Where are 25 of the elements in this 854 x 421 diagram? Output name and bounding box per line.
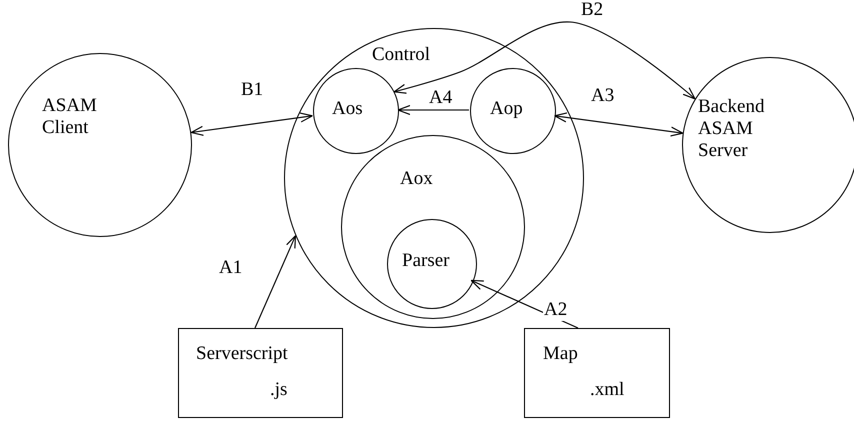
arrow: [190, 112, 313, 136]
node-label: Parser: [402, 250, 450, 272]
file-box: [178, 328, 343, 418]
node-label: Aox: [400, 168, 434, 190]
node-label: Control: [372, 44, 432, 66]
component-circle: [682, 57, 854, 233]
edge-label: A2: [543, 300, 568, 321]
component-circle: [8, 53, 192, 237]
arrow: [554, 112, 684, 137]
node-label: .js: [270, 379, 288, 401]
arrow: [393, 21, 696, 100]
arrow: [397, 104, 469, 116]
component-circle: [341, 135, 525, 319]
component-circle: [313, 68, 399, 154]
component-circle: [387, 219, 477, 309]
node-label: Map: [543, 343, 579, 365]
node-label: Serverscript: [196, 343, 289, 365]
file-box: [524, 328, 670, 418]
node-label: Aos: [332, 98, 364, 120]
component-circle: [470, 68, 556, 154]
node-label: .xml: [590, 379, 626, 401]
node-label: Aop: [490, 98, 524, 120]
node-label: ASAM Client: [42, 95, 98, 139]
arrow: [254, 235, 296, 328]
node-label: Backend ASAM Server: [698, 96, 766, 162]
